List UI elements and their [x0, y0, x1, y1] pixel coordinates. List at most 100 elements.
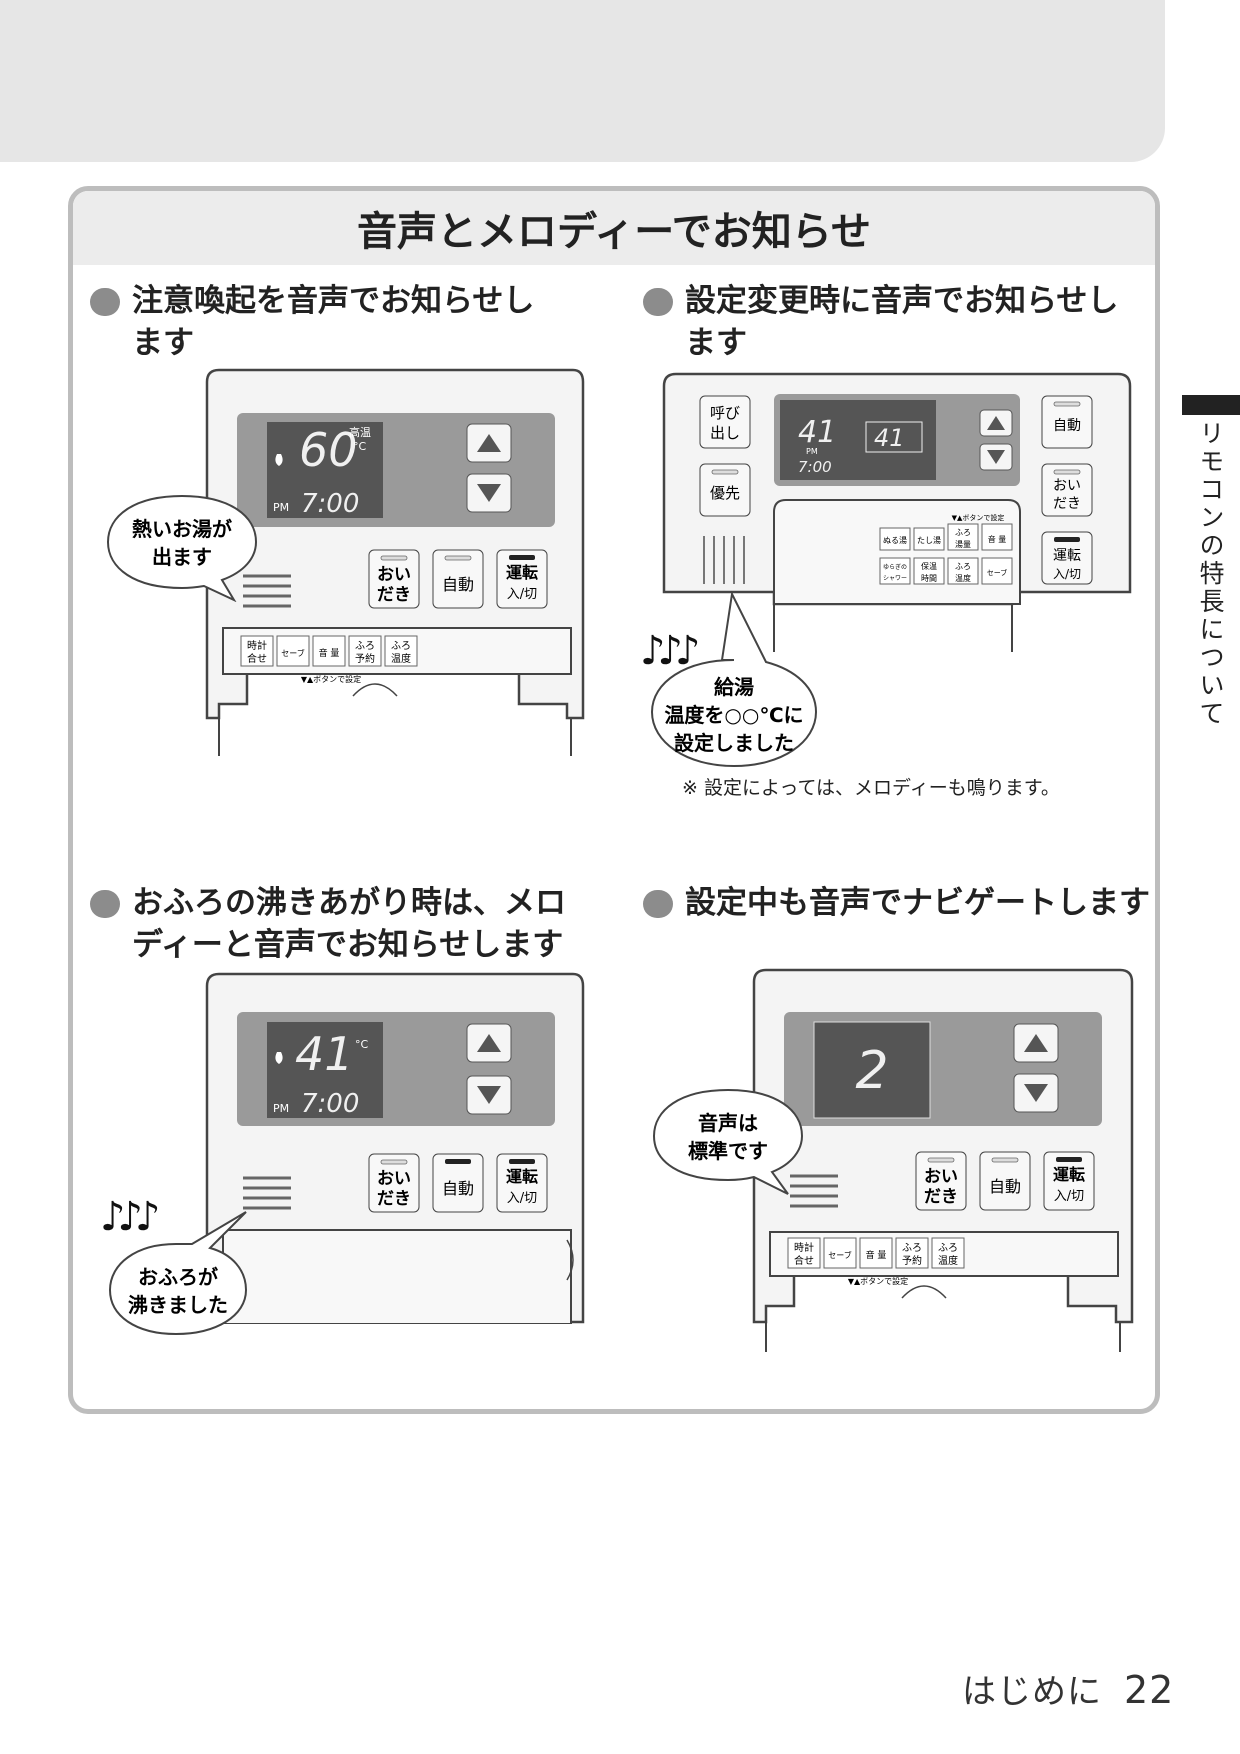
auto-button[interactable]: 自動: [432, 1153, 484, 1213]
save-button[interactable]: [823, 1237, 857, 1269]
svg-text:たし湯: たし湯: [917, 535, 941, 545]
svg-text:自動: 自動: [442, 1179, 474, 1198]
triangle-up-icon: [477, 434, 501, 452]
power-button[interactable]: 運転 入/切: [496, 1153, 548, 1213]
svg-text:優先: 優先: [710, 484, 740, 502]
call-button[interactable]: 呼び 出し: [699, 395, 751, 449]
svg-text:予約: 予約: [355, 652, 375, 665]
speech-bubble-4: 音声は 標準です: [652, 1088, 804, 1195]
bullet-icon: [90, 890, 120, 918]
section-title-caution: 注意喚起を音声でお知らせし ます: [90, 280, 572, 364]
volume-button[interactable]: [312, 635, 346, 667]
svg-text:7:00: 7:00: [301, 1089, 359, 1119]
svg-text:保温: 保温: [921, 561, 937, 571]
svg-text:だき: だき: [1053, 496, 1081, 512]
lower-cover[interactable]: [222, 1229, 572, 1324]
triangle-down-icon: [1024, 1084, 1048, 1102]
svg-text:7:00: 7:00: [301, 489, 359, 519]
bath-temp-button[interactable]: [947, 557, 979, 585]
save-button[interactable]: [276, 635, 310, 667]
bath-temp-button[interactable]: [384, 635, 418, 667]
svg-text:おい: おい: [1053, 478, 1081, 494]
flame-icon: [275, 1052, 283, 1064]
clock-button[interactable]: [240, 635, 274, 667]
svg-text:音 量: 音 量: [866, 1249, 887, 1261]
svg-text:PM: PM: [273, 1102, 289, 1115]
bath-temp-button[interactable]: [931, 1237, 965, 1269]
lukewarm-button[interactable]: [879, 527, 911, 551]
svg-text:湯量: 湯量: [955, 539, 971, 549]
power-button[interactable]: 運転 入/切: [496, 549, 548, 609]
frame-header: 音声とメロディーでお知らせ: [73, 191, 1155, 265]
melody-notes-icon: ♪♪♪: [100, 1194, 161, 1240]
svg-text:運転: 運転: [506, 1167, 538, 1186]
svg-text:ふろ: ふろ: [955, 562, 971, 571]
keep-warm-button[interactable]: [913, 557, 945, 585]
svg-text:呼び: 呼び: [710, 404, 740, 422]
lcd-temp: 60: [299, 423, 358, 477]
clock-button[interactable]: [787, 1237, 821, 1269]
power-button[interactable]: 運転 入/切: [1041, 531, 1093, 585]
triangle-up-icon: [987, 416, 1005, 430]
lcd-screen: [267, 422, 383, 518]
oidaki-button[interactable]: おい だき: [368, 1153, 420, 1213]
svg-text:時計: 時計: [247, 639, 267, 652]
save-button[interactable]: [981, 557, 1013, 585]
triangle-down-icon: [477, 484, 501, 502]
speech-bubble-2: 給湯 温度を○○℃に 設定しました: [650, 590, 818, 768]
speaker-grille-icon: [243, 574, 291, 608]
auto-button[interactable]: 自動: [979, 1151, 1031, 1211]
volume-button[interactable]: [981, 523, 1013, 551]
section-title-bath-ready: おふろの沸きあがり時は、メロ ディーと音声でお知らせします: [90, 882, 632, 966]
oidaki-button[interactable]: おい だき: [368, 549, 420, 609]
svg-text:設定しました: 設定しました: [674, 731, 794, 755]
svg-text:7:00: 7:00: [798, 458, 832, 476]
svg-text:音 量: 音 量: [319, 647, 340, 659]
svg-text:ふろ: ふろ: [938, 1242, 958, 1254]
svg-text:おふろが: おふろが: [138, 1265, 218, 1289]
add-water-button[interactable]: [913, 527, 945, 551]
svg-text:°C: °C: [353, 440, 367, 453]
svg-text:温度を○○℃に: 温度を○○℃に: [664, 703, 803, 727]
speaker-grille-icon: [703, 536, 745, 584]
svg-text:ふろ: ふろ: [955, 528, 971, 537]
lcd-value: 2: [855, 1041, 888, 1101]
svg-text:入/切: 入/切: [507, 1191, 537, 1206]
svg-text:だき: だき: [377, 585, 411, 605]
section-title-navigation: 設定中も音声でナビゲートします: [643, 882, 1185, 924]
section-title-setting-change: 設定変更時に音声でお知らせし ます: [643, 280, 1185, 364]
side-tab-marker: [1182, 395, 1240, 415]
svg-text:温度: 温度: [938, 1254, 958, 1267]
oidaki-button[interactable]: おい だき: [1041, 463, 1093, 517]
bath-timer-button[interactable]: [895, 1237, 929, 1269]
bullet-icon: [643, 288, 673, 316]
shower-button[interactable]: [879, 557, 911, 585]
melody-notes-icon: ♪♪♪: [640, 628, 701, 674]
auto-button[interactable]: 自動: [432, 549, 484, 609]
svg-text:温度: 温度: [391, 652, 411, 665]
flame-icon: [275, 454, 283, 466]
speaker-grille-icon: [243, 1176, 291, 1210]
top-band: [0, 0, 1165, 162]
svg-text:時間: 時間: [921, 574, 937, 583]
svg-text:セーブ: セーブ: [987, 568, 1008, 577]
bath-timer-button[interactable]: [348, 635, 382, 667]
power-button[interactable]: 運転 入/切: [1043, 1151, 1095, 1211]
svg-text:給湯: 給湯: [714, 675, 754, 699]
volume-button[interactable]: [859, 1237, 893, 1269]
svg-text:音声は: 音声は: [698, 1111, 758, 1135]
svg-text:▼▲ボタンで設定: ▼▲ボタンで設定: [952, 513, 1005, 522]
auto-button[interactable]: 自動: [1041, 395, 1093, 449]
svg-text:ふろ: ふろ: [355, 640, 375, 652]
svg-text:出し: 出し: [710, 424, 740, 442]
oidaki-button[interactable]: おい だき: [915, 1151, 967, 1211]
triangle-down-icon: [477, 1086, 501, 1104]
svg-text:ゆらぎの: ゆらぎの: [883, 563, 907, 571]
svg-text:だき: だき: [924, 1187, 958, 1207]
priority-button[interactable]: 優先: [699, 463, 751, 517]
svg-text:音 量: 音 量: [988, 534, 1007, 544]
page-number: 22: [1124, 1668, 1175, 1712]
cover-hint: ▼▲ボタンで設定: [301, 674, 361, 684]
bath-volume-button[interactable]: [947, 523, 979, 551]
